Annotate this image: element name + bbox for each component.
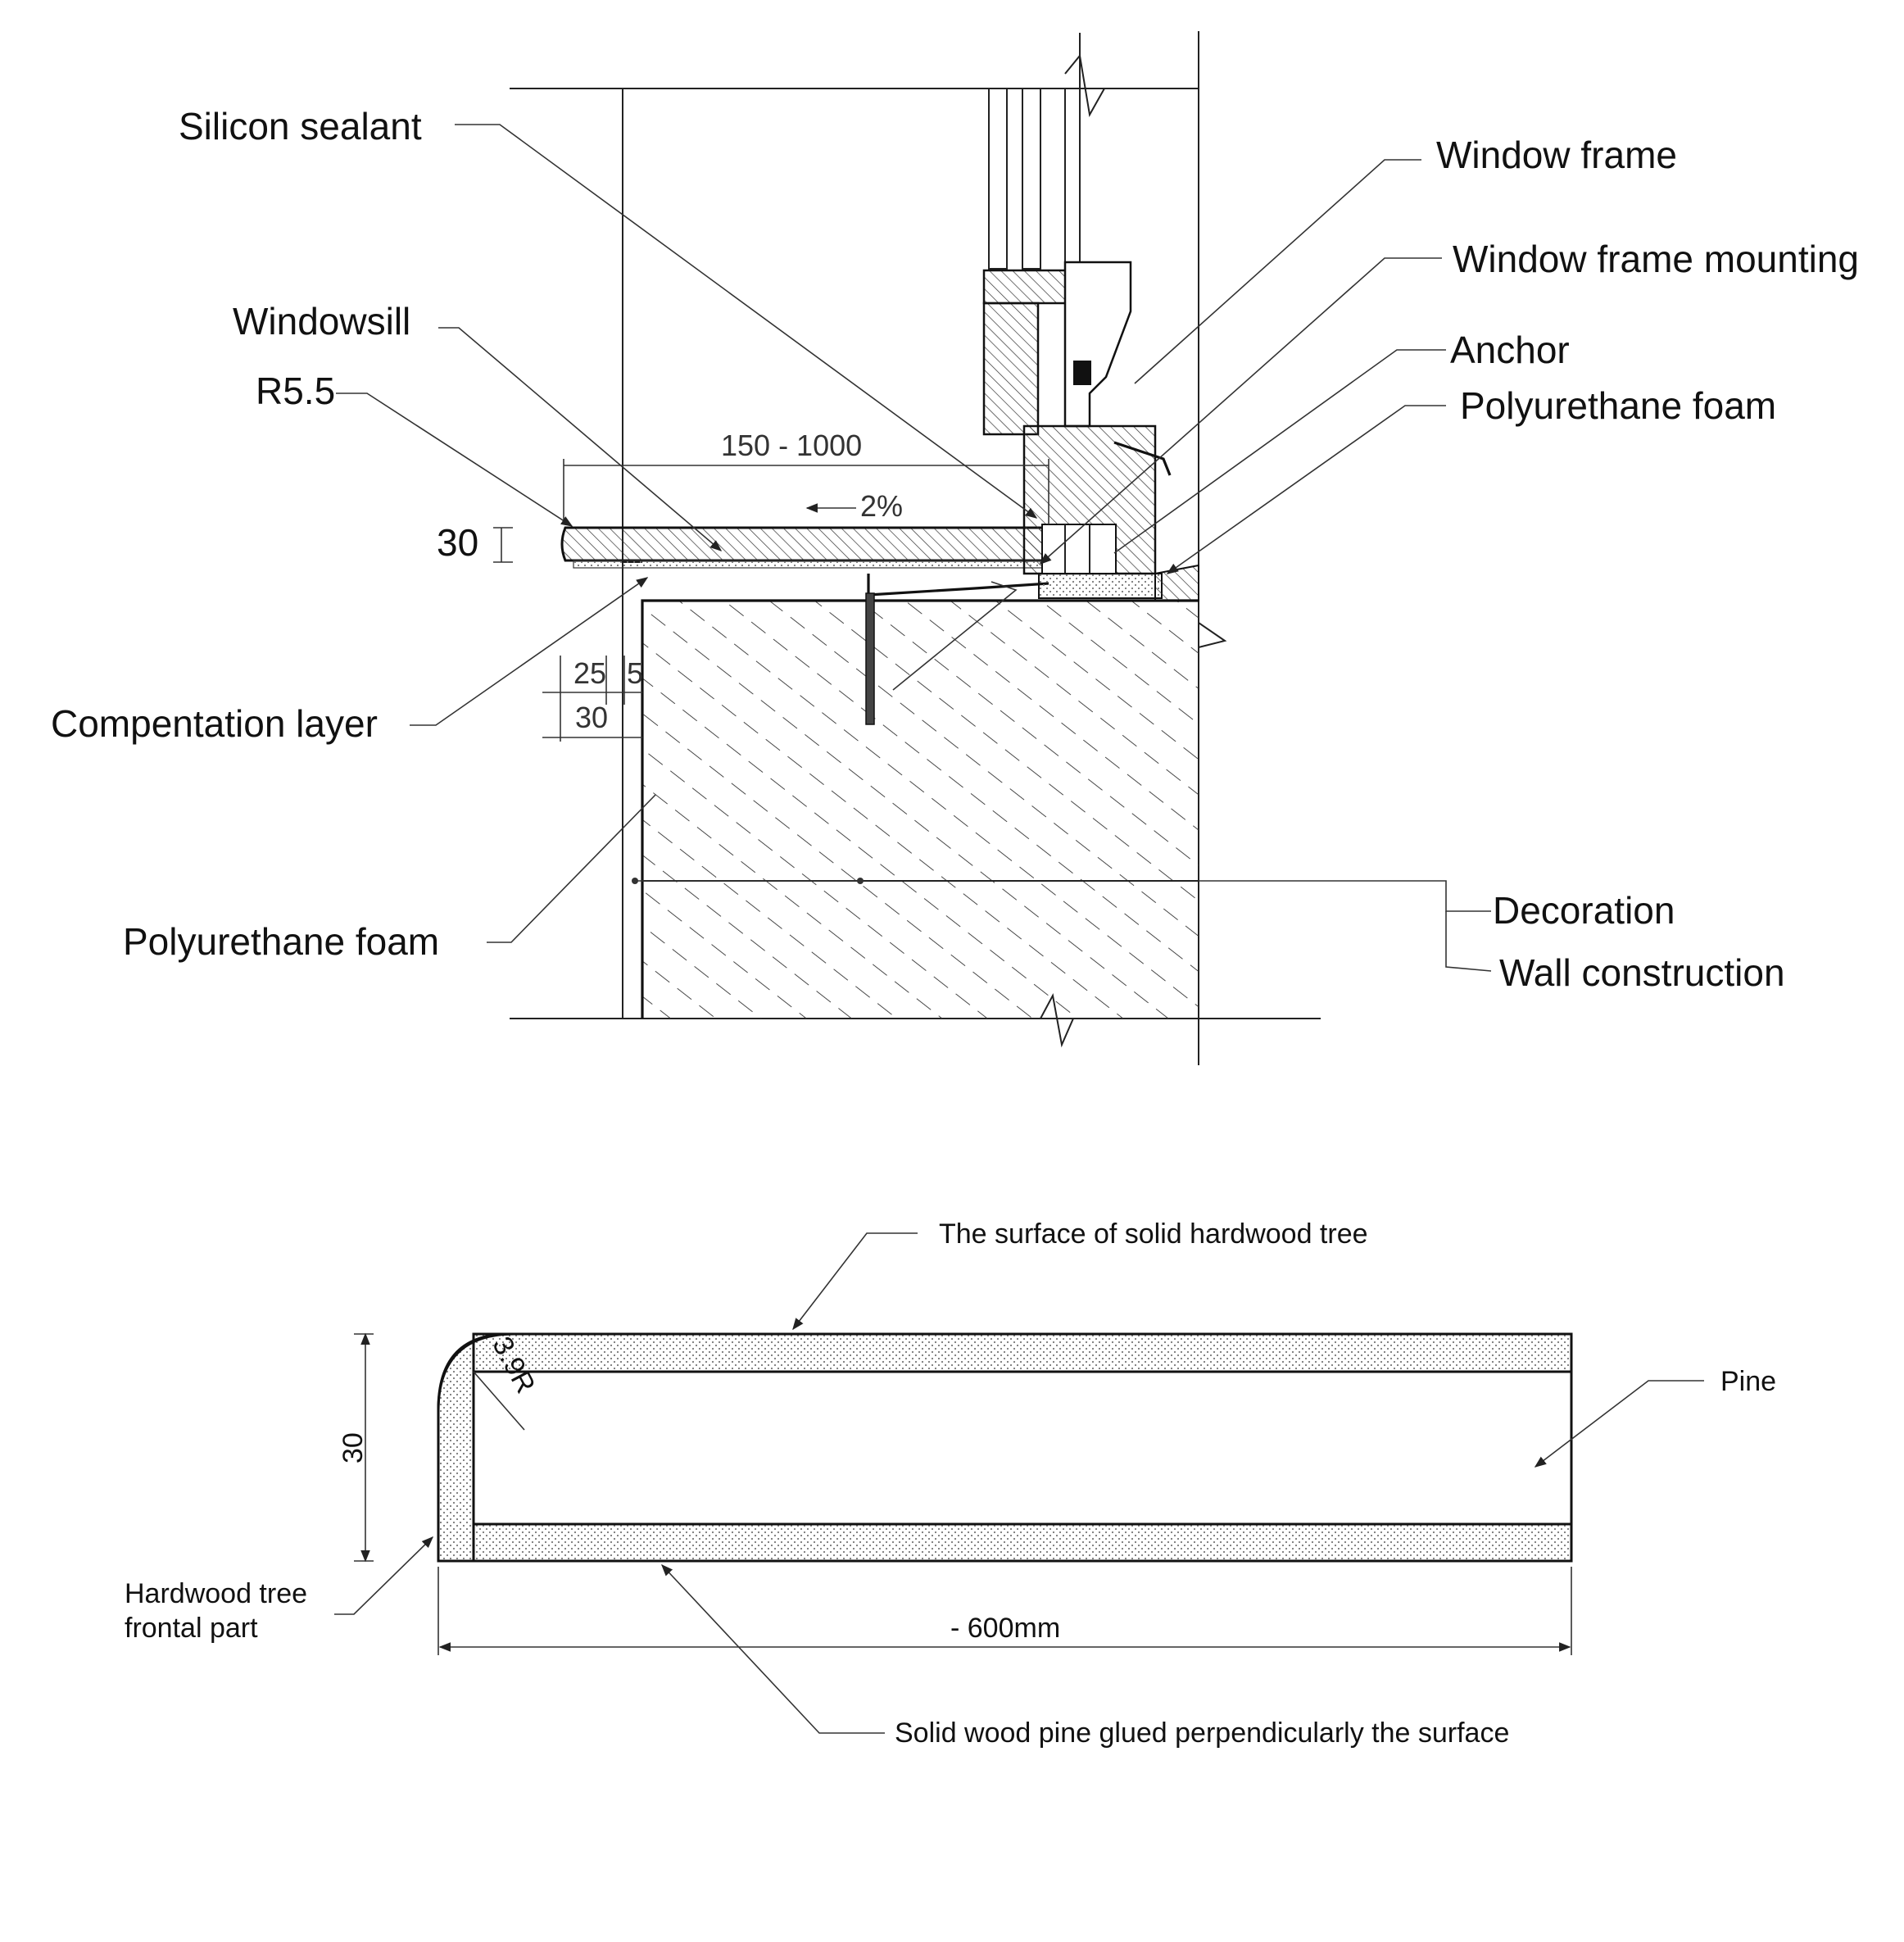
- leaders-left: [336, 124, 1038, 943]
- dimension-sill-depth: 150 - 1000: [563, 429, 1049, 524]
- dimension-5-text: 5: [627, 656, 643, 690]
- label-glued-pine: Solid wood pine glued perpendicularly th…: [895, 1717, 1509, 1749]
- label-windowsill: Windowsill: [233, 300, 410, 343]
- label-pine: Pine: [1720, 1366, 1776, 1397]
- slope-text: 2%: [860, 489, 903, 523]
- label-decoration: Decoration: [1493, 889, 1675, 932]
- bottom-section-detail: 3.9R 30 - 600mm The surface of solid har…: [125, 1218, 1776, 1749]
- dimension-board-length: - 600mm: [437, 1567, 1572, 1655]
- pine-core: [472, 1370, 1573, 1526]
- label-compensation-layer: Compentation layer: [51, 702, 378, 745]
- label-window-frame-mounting: Window frame mounting: [1453, 238, 1859, 280]
- top-section-detail: 150 - 1000 2% 30 25 5 30: [51, 31, 1859, 1065]
- label-hardwood-front-line2: frontal part: [125, 1613, 258, 1644]
- label-polyurethane-foam-right: Polyurethane foam: [1460, 384, 1776, 427]
- window-frame-block: [982, 33, 1199, 601]
- label-wall-construction: Wall construction: [1499, 951, 1785, 994]
- dimension-length-text: - 600mm: [950, 1613, 1060, 1644]
- hardwood-surface-layer: [472, 1332, 1573, 1373]
- label-hardwood-front-line1: Hardwood tree: [125, 1578, 307, 1609]
- dimension-thickness-text: 30: [338, 1432, 369, 1463]
- label-hardwood-surface: The surface of solid hardwood tree: [939, 1218, 1368, 1250]
- glued-pine-layer: [472, 1522, 1573, 1563]
- dimension-left-stack: 25 5 30: [542, 656, 643, 742]
- label-silicon-sealant: Silicon sealant: [179, 105, 422, 147]
- dimension-sill-thickness: 30: [437, 521, 513, 564]
- slope-indicator: 2%: [805, 489, 903, 523]
- leaders-right: [892, 159, 1492, 972]
- label-radius-r55: R5.5: [256, 370, 335, 412]
- dimension-board-thickness: 30: [338, 1332, 374, 1563]
- dimension-30-text: 30: [575, 701, 608, 734]
- thickness-text: 30: [437, 521, 478, 564]
- label-window-frame: Window frame: [1436, 134, 1677, 176]
- label-polyurethane-foam-left: Polyurethane foam: [123, 920, 439, 963]
- label-anchor: Anchor: [1450, 329, 1570, 371]
- wall-body: [641, 599, 1227, 1019]
- dimension-sill-depth-text: 150 - 1000: [721, 429, 862, 462]
- dimension-25-text: 25: [573, 656, 606, 690]
- windowsill-board: [560, 526, 1054, 725]
